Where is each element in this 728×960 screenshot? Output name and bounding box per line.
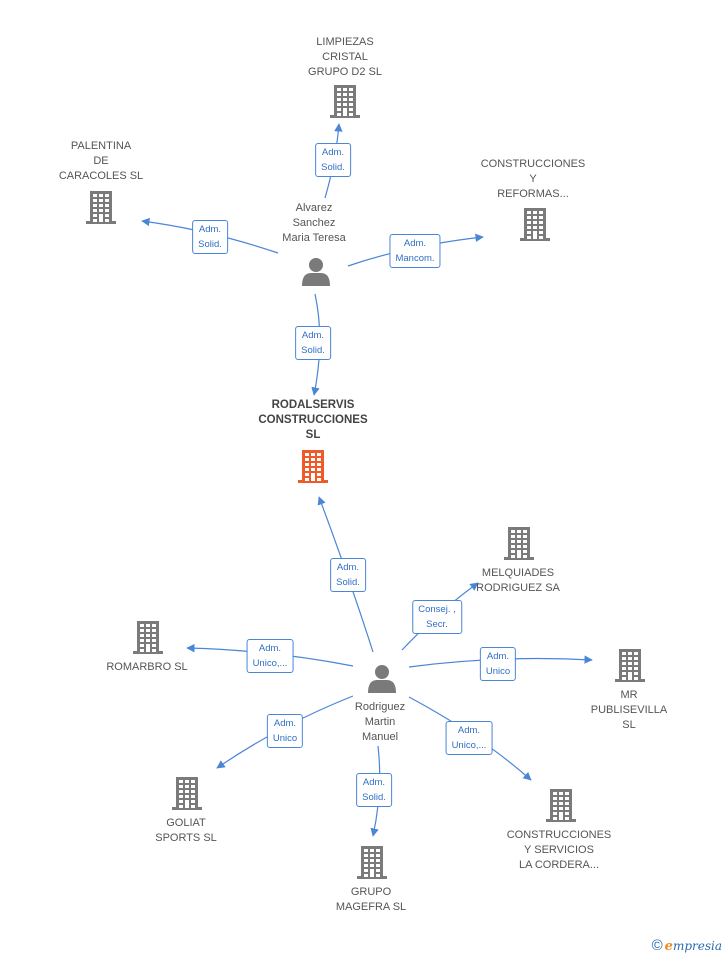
building-icon-mr_publisevilla[interactable] — [615, 649, 645, 682]
copyright-icon: © — [651, 937, 663, 954]
brand-initial: e — [664, 939, 673, 954]
edge-label-rodriguez-to-melquiades[interactable]: Consej. , Secr. — [412, 600, 462, 634]
node-label-magefra[interactable]: GRUPO MAGEFRA SL — [335, 886, 407, 913]
edge-label-alvarez-to-palentina[interactable]: Adm. Solid. — [192, 220, 228, 254]
icons-layer — [86, 85, 645, 879]
edge-label-rodriguez-to-construcciones_cordera[interactable]: Adm. Unico,... — [445, 721, 493, 755]
node-label-palentina[interactable]: PALENTINA DE CARACOLES SL — [58, 140, 144, 182]
person-icon-alvarez[interactable] — [302, 258, 330, 286]
node-label-mr_publisevilla[interactable]: MR PUBLISEVILLA SL — [590, 689, 668, 731]
building-icon-melquiades[interactable] — [504, 527, 534, 560]
node-label-melquiades[interactable]: MELQUIADES RODRIGUEZ SA — [476, 567, 560, 594]
edge-label-rodriguez-to-romarbro[interactable]: Adm. Unico,... — [246, 639, 294, 673]
node-label-romarbro[interactable]: ROMARBRO SL — [106, 661, 188, 673]
footer-brand[interactable]: ©empresia — [652, 937, 722, 954]
edge-label-rodriguez-to-mr_publisevilla[interactable]: Adm. Unico — [479, 647, 517, 681]
building-icon-magefra[interactable] — [357, 846, 387, 879]
building-icon-limpiezas[interactable] — [330, 85, 360, 118]
node-label-alvarez[interactable]: Alvarez Sanchez Maria Teresa — [282, 202, 346, 244]
node-label-rodalservis[interactable]: RODALSERVIS CONSTRUCCIONES SL — [258, 399, 368, 441]
edge-label-rodriguez-to-rodalservis[interactable]: Adm. Solid. — [330, 558, 366, 592]
person-icon-rodriguez[interactable] — [368, 665, 396, 693]
building-icon-rodalservis[interactable] — [298, 450, 328, 483]
building-icon-construcciones_reformas[interactable] — [520, 208, 550, 241]
brand-name: mpresia — [672, 939, 722, 953]
building-icon-construcciones_cordera[interactable] — [546, 789, 576, 822]
edge-label-rodriguez-to-goliat[interactable]: Adm. Unico — [266, 714, 304, 748]
node-label-construcciones_cordera[interactable]: CONSTRUCCIONES Y SERVICIOS LA CORDERA... — [506, 829, 612, 871]
node-label-goliat[interactable]: GOLIAT SPORTS SL — [155, 817, 217, 844]
edge-label-rodriguez-to-magefra[interactable]: Adm. Solid. — [356, 773, 392, 807]
building-icon-palentina[interactable] — [86, 191, 116, 224]
node-label-rodriguez[interactable]: Rodriguez Martin Manuel — [354, 701, 406, 743]
building-icon-romarbro[interactable] — [133, 621, 163, 654]
edge-label-alvarez-to-rodalservis[interactable]: Adm. Solid. — [295, 326, 331, 360]
edge-label-alvarez-to-construcciones_reformas[interactable]: Adm. Mancom. — [389, 234, 441, 268]
edge-label-alvarez-to-limpiezas[interactable]: Adm. Solid. — [315, 143, 351, 177]
building-icon-goliat[interactable] — [172, 777, 202, 810]
node-label-limpiezas[interactable]: LIMPIEZAS CRISTAL GRUPO D2 SL — [308, 36, 382, 78]
node-label-construcciones_reformas[interactable]: CONSTRUCCIONES Y REFORMAS... — [480, 158, 586, 200]
